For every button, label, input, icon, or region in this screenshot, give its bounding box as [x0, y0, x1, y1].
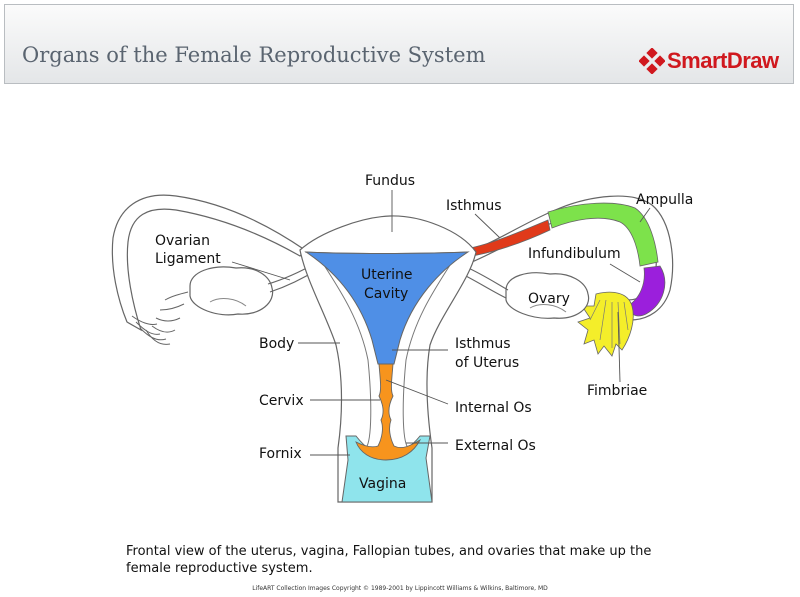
label-vagina: Vagina [359, 476, 406, 492]
right-infundibulum-segment [627, 265, 666, 317]
label-ampulla: Ampulla [636, 192, 693, 208]
leader-lines [231, 190, 651, 456]
right-ovary-contour [529, 304, 567, 313]
smartdraw-brand: SmartDraw [639, 47, 779, 75]
label-fimbriae: Fimbriae [587, 383, 647, 399]
label-ovary: Ovary [528, 291, 570, 307]
smartdraw-logo-icon [639, 48, 665, 74]
label-fundus: Fundus [365, 173, 415, 189]
label-cervix: Cervix [259, 393, 304, 409]
right-isthmus-segment [469, 219, 551, 257]
brand-name: SmartDraw [667, 48, 779, 73]
left-fallopian-tube [111, 194, 306, 332]
right-fimbriae-strands [589, 299, 629, 348]
label-external-os: External Os [455, 438, 536, 454]
label-isthmus-of-uterus-line2: of Uterus [455, 355, 519, 371]
label-ovarian-ligament-line1: Ovarian [155, 233, 210, 249]
right-ovary [505, 272, 590, 319]
right-ampulla-segment [547, 202, 659, 267]
label-isthmus-of-uterus-line1: Isthmus [455, 336, 511, 352]
left-ovary-contour [209, 298, 247, 307]
right-fimbriae [577, 291, 634, 357]
copyright-notice: LifeART Collection Images Copyright © 19… [252, 585, 548, 592]
figure-caption: Frontal view of the uterus, vagina, Fall… [126, 544, 652, 576]
label-internal-os: Internal Os [455, 400, 532, 416]
header-banner: Organs of the Female Reproductive System… [4, 4, 794, 84]
left-fimbriae [131, 291, 189, 345]
uterine-cavity [304, 251, 470, 365]
label-body: Body [259, 336, 294, 352]
uterine-inner-wall [321, 261, 453, 449]
label-fornix: Fornix [259, 446, 302, 462]
label-uterine-cavity-line1: Uterine [361, 267, 412, 283]
cervical-canal [355, 363, 422, 461]
label-ovarian-ligament-line2: Ligament [155, 251, 221, 267]
label-isthmus: Isthmus [446, 198, 502, 214]
label-uterine-cavity-line2: Cavity [364, 286, 408, 302]
label-infundibulum: Infundibulum [528, 246, 621, 262]
page-title: Organs of the Female Reproductive System [22, 43, 486, 67]
left-ovary [189, 266, 274, 316]
